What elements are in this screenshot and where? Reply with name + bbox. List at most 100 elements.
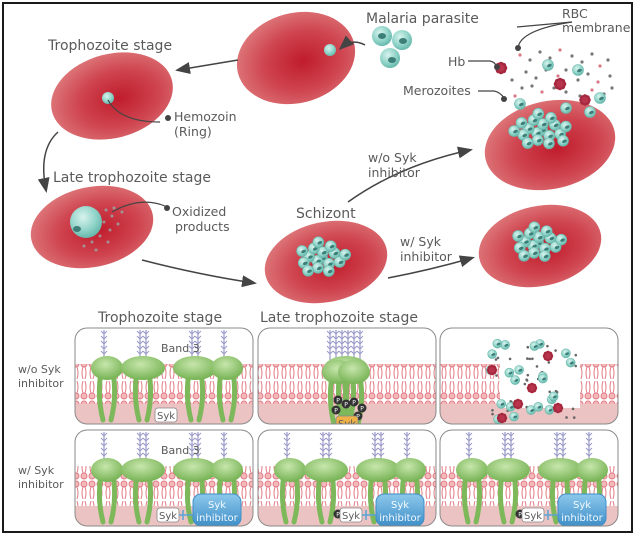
- debris-dot: [494, 358, 498, 361]
- debris-dot: [571, 407, 575, 411]
- trophozoite-stage-label: Trophozoite stage: [47, 38, 172, 54]
- debris-dot: [608, 74, 612, 78]
- inhibitor-text-1: Syk: [208, 500, 226, 511]
- debris-dot: [565, 416, 568, 419]
- rbc-invasion: [236, 11, 356, 105]
- merozoite-icon: [508, 125, 520, 137]
- merozoite-icon: [487, 349, 497, 359]
- merozoite-icon: [312, 261, 324, 274]
- merozoite-icon: [548, 391, 559, 402]
- merozoite-icon: [533, 401, 544, 412]
- merozoite-icon: [518, 249, 530, 262]
- rbc-membrane-curve: [517, 21, 573, 49]
- row-label-with-1: w/ Syk: [18, 464, 55, 477]
- panel-border: [257, 327, 437, 425]
- merozoite-icon: [528, 246, 540, 259]
- debris-dot: [524, 70, 528, 74]
- merozoite-icon: [538, 373, 548, 384]
- rbc-membrane-leader: [516, 21, 573, 28]
- debris-dot: [509, 400, 512, 403]
- merozoite-icon: [504, 367, 515, 378]
- merozoite-icon: [542, 59, 554, 71]
- inhibitor-text-1: Syk: [391, 500, 409, 511]
- debris-dot: [590, 52, 594, 56]
- debris-dot: [540, 90, 544, 94]
- hemoglobin-icon: [553, 77, 567, 91]
- band3-protein: [274, 458, 306, 525]
- merozoite-icon: [555, 233, 567, 246]
- oxidized-label: Oxidized: [172, 204, 226, 219]
- merozoite-icon: [312, 236, 325, 248]
- inhibitor-text-2: inhibitor: [379, 513, 421, 524]
- panel-r1-c3: [439, 327, 619, 425]
- band3-protein: [91, 458, 123, 525]
- debris-dot: [570, 54, 574, 58]
- phosphate-icon: P: [357, 403, 367, 413]
- inhibitor-text-1: Syk: [573, 500, 591, 511]
- merozoite-icon: [584, 106, 596, 118]
- syk-text: Syk: [342, 511, 360, 522]
- syk-text: Syk: [159, 511, 177, 522]
- debris-dot: [572, 416, 576, 419]
- debris-dot: [538, 50, 542, 54]
- merozoite-icon: [532, 231, 545, 243]
- parasite-icon: [324, 44, 336, 56]
- merozoite-icon: [557, 134, 569, 147]
- membrane-label: membrane: [562, 20, 631, 35]
- merozoite-icon: [492, 338, 503, 349]
- inhibitor-text-2: inhibitor: [561, 513, 603, 524]
- band3-protein: [173, 356, 217, 423]
- lipid-bilayer: [580, 364, 618, 404]
- row-label-without-1: w/o Syk: [18, 363, 61, 376]
- debris-dot: [574, 364, 578, 368]
- rbc-label: RBC: [562, 6, 588, 21]
- debris-dot: [508, 357, 512, 361]
- debris-dot: [548, 56, 552, 60]
- merozoite-icon: [540, 225, 553, 237]
- invasion-arrow: [338, 35, 366, 51]
- debris-dot: [590, 88, 594, 92]
- merozoite-icon: [544, 405, 555, 415]
- syk-label: Syk: [521, 507, 545, 523]
- syk-box: Syk: [154, 407, 178, 423]
- rbc-trophozoite: [51, 52, 173, 140]
- merozoites-label: Merozoites: [403, 83, 471, 98]
- malaria-parasite-label: Malaria parasite: [366, 11, 479, 27]
- debris-dot: [520, 86, 524, 90]
- panel-r2-c2: PPSykSykinhibitor: [257, 429, 437, 527]
- hemoglobin-icon: [486, 364, 498, 376]
- svg-text:P: P: [344, 402, 348, 409]
- merozoite-icon: [512, 230, 524, 242]
- debris-dot: [513, 94, 517, 98]
- debris-dot: [552, 86, 556, 90]
- svg-text:P: P: [334, 408, 338, 415]
- svg-text:P: P: [336, 512, 340, 519]
- hemoglobin-icon: [526, 382, 538, 394]
- debris-dot: [491, 412, 494, 416]
- late-trophozoite-stage-label: Late trophozoite stage: [53, 170, 211, 186]
- hemoglobin-icon: [542, 350, 554, 362]
- syk-text: Syk: [157, 411, 175, 422]
- inhibitor-text-2: inhibitor: [196, 513, 238, 524]
- hb-leader: [468, 60, 497, 67]
- debris-dot: [598, 64, 602, 68]
- with-inhibitor-label: w/ Syk: [400, 234, 442, 249]
- debris-dot: [564, 90, 568, 94]
- hemoglobin-icon: [552, 402, 564, 414]
- debris-dot: [576, 78, 580, 82]
- hemozoin-dot: [165, 115, 171, 121]
- svg-text:P: P: [336, 398, 340, 405]
- without-inhibitor-label-2: inhibitor: [368, 165, 421, 180]
- free-parasites: [372, 26, 412, 68]
- merozoite-icon: [545, 111, 557, 124]
- debris-dot: [556, 74, 560, 78]
- debris-dot: [547, 361, 551, 364]
- debris-dot: [580, 60, 584, 64]
- debris-dot: [554, 389, 558, 393]
- hemozoin-leader: [107, 99, 161, 123]
- debris-dot: [528, 58, 532, 62]
